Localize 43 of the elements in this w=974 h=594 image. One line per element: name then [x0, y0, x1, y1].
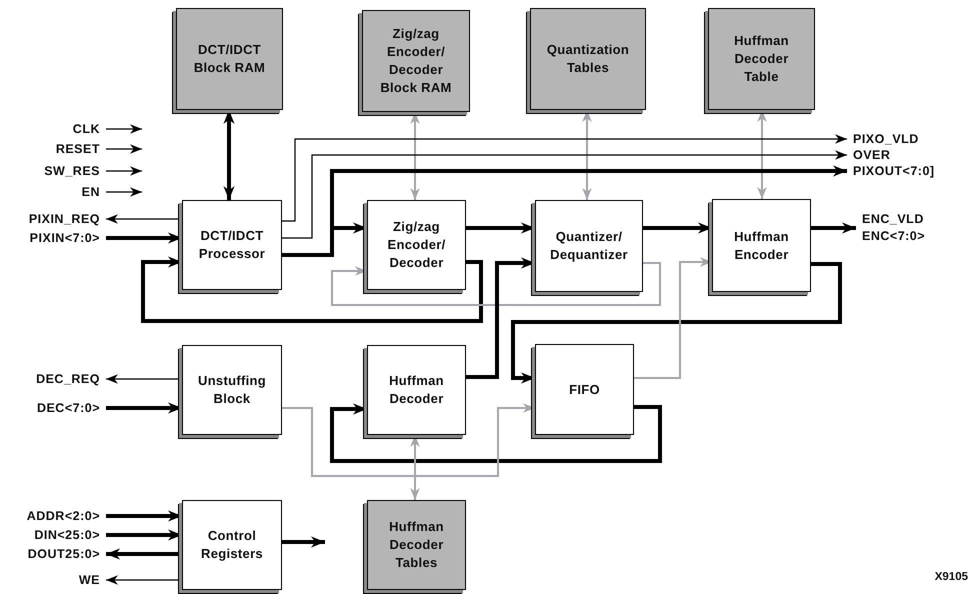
block-label: Quantizer/ Dequantizer — [549, 228, 629, 264]
signal-label: RESET — [56, 142, 100, 156]
arrow — [511, 262, 842, 384]
signal-label: OVER — [853, 148, 890, 162]
arrow — [282, 536, 325, 548]
arrow — [106, 144, 142, 154]
arrow — [330, 403, 662, 463]
signal-label: PIXOUT<7:0] — [853, 164, 935, 178]
figure-number: X9105 — [934, 571, 968, 583]
arrow — [331, 262, 661, 306]
block-label: Zig/zag Encoder/ Decoder — [386, 218, 447, 272]
arrow — [811, 222, 856, 234]
block-label: Control Registers — [200, 527, 264, 563]
block-label: Quantization Tables — [546, 41, 630, 77]
arrow — [141, 256, 483, 323]
arrow — [282, 134, 847, 222]
signal-label: PIXO_VLD — [853, 132, 919, 146]
arrow — [282, 150, 847, 239]
signal-label: SW_RES — [44, 164, 100, 178]
signal-label: DOUT25:0> — [28, 546, 100, 562]
block-label: DCT/IDCT Block RAM — [192, 41, 266, 77]
signal-label: ENC_VLD — [862, 211, 925, 228]
signal-label: CLK — [72, 122, 100, 136]
block-label: Unstuffing Block — [197, 372, 267, 408]
signal-label: EN — [82, 184, 100, 200]
signal-label: PIXIN<7:0> — [30, 230, 100, 246]
signal-label: ADDR<2:0> — [26, 508, 100, 524]
arrow — [106, 166, 142, 176]
arrow — [106, 187, 142, 197]
block-label: Huffman Decoder Tables — [388, 518, 445, 572]
arrow — [106, 124, 142, 134]
signal-label: WE — [78, 572, 100, 588]
signal-label: DIN<25:0> — [34, 528, 100, 542]
signal-label: ENC<7:0> — [862, 228, 926, 245]
block-label: DCT/IDCT Processor — [198, 227, 266, 263]
block-label: FIFO — [568, 380, 601, 398]
block-label: Huffman Encoder — [733, 228, 790, 264]
block-label: Huffman Decoder — [388, 372, 445, 408]
signal-label: PIXIN_REQ — [28, 212, 100, 226]
block-label: Huffman Decoder Table — [733, 32, 790, 86]
block-label: Zig/zag Encoder/ Decoder Block RAM — [379, 25, 453, 97]
signal-label: DEC_REQ — [36, 372, 100, 386]
signal-label: DEC<7:0> — [36, 400, 100, 416]
